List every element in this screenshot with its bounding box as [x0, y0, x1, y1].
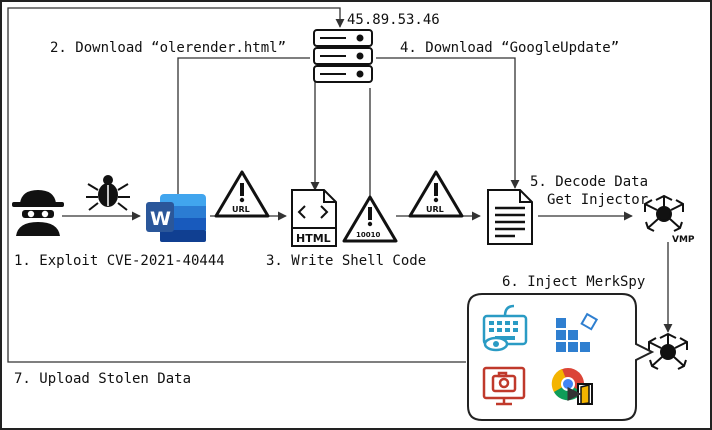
- vmp-label: VMP: [672, 235, 695, 245]
- step-5-label: 5. Decode Data: [530, 174, 648, 190]
- bug-icon: [86, 175, 130, 211]
- step-3-label: 3. Write Shell Code: [266, 253, 426, 269]
- warning-binary-label: 10010: [356, 231, 380, 239]
- merkspy-injector-icon: [648, 332, 688, 370]
- server-ip: 45.89.53.46: [347, 12, 440, 28]
- upload-loop-line: [7, 7, 466, 363]
- step-5b-label: Get Injector: [547, 192, 648, 208]
- flow-connectors: [7, 7, 673, 363]
- warning-url-icon: URL: [214, 170, 270, 218]
- payload-panel: [467, 293, 655, 421]
- html-file-label: HTML: [296, 232, 331, 245]
- chrome-exfil-icon: [551, 368, 593, 405]
- step-2-label: 2. Download “olerender.html”: [50, 40, 286, 56]
- camera-screen-icon: [482, 366, 526, 406]
- hacker-icon: [12, 190, 64, 236]
- warning-binary-icon: 10010: [342, 195, 398, 243]
- download-html-line: [177, 57, 310, 196]
- decoded-document-icon: [487, 189, 533, 245]
- server-icon: [313, 29, 373, 83]
- warning-url-icon-2: URL: [408, 170, 464, 218]
- warning-url-label: URL: [232, 205, 250, 214]
- warning-url-label-2: URL: [426, 205, 444, 214]
- vmp-injector-icon: [644, 194, 684, 232]
- step-7-label: 7. Upload Stolen Data: [14, 371, 191, 387]
- word-document-icon: W: [146, 194, 206, 242]
- word-letter: W: [150, 208, 171, 230]
- download-update-line: [376, 57, 520, 189]
- keylogger-icon: [482, 304, 528, 352]
- html-file-icon: HTML: [291, 189, 337, 247]
- step-6-label: 6. Inject MerkSpy: [502, 274, 645, 290]
- step-1-label: 1. Exploit CVE-2021-40444: [14, 253, 225, 269]
- step-4-label: 4. Download “GoogleUpdate”: [400, 40, 619, 56]
- app-tiles-icon: [556, 312, 599, 352]
